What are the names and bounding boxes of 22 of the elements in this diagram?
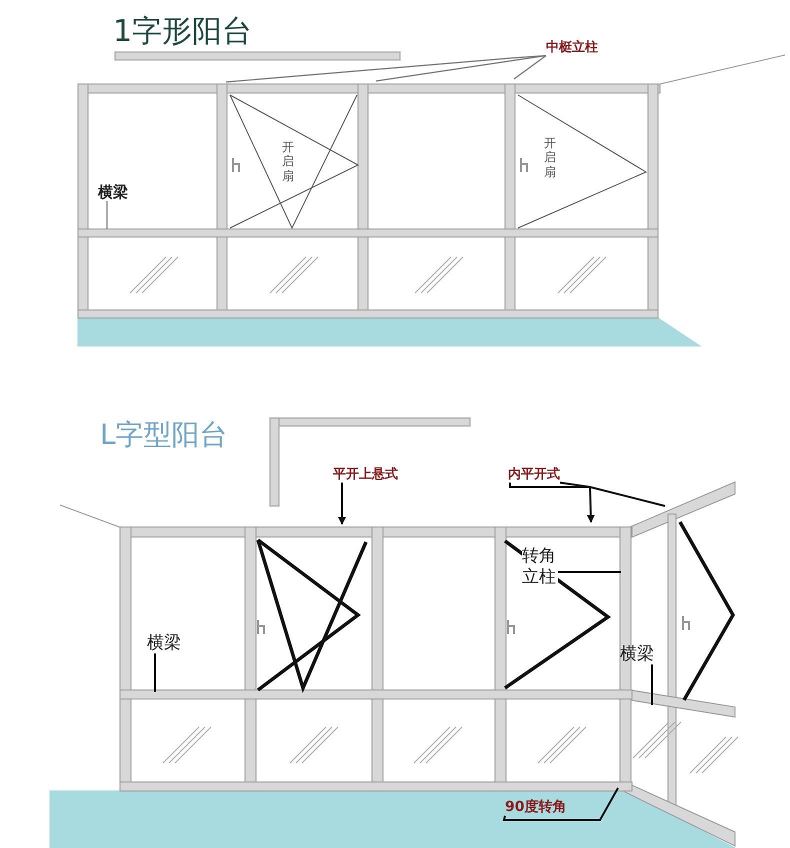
part-label: 中梃立柱: [546, 40, 598, 56]
leader-line: [502, 788, 619, 821]
part-label: 开启扇: [282, 140, 294, 184]
part-label: 横梁: [620, 644, 654, 664]
part-label: 横梁: [98, 183, 128, 201]
leader-line: [154, 653, 156, 692]
part-label: 开启扇: [544, 136, 556, 180]
leader-line: [226, 55, 546, 83]
leader-line: [558, 571, 621, 573]
leader-arrow: [338, 482, 346, 525]
leader-line: [514, 55, 546, 80]
leader-line: [560, 482, 666, 507]
part-label: 内平开式: [508, 467, 560, 483]
leader-line: [376, 55, 546, 82]
heading: L字型阳台: [100, 418, 228, 452]
leader-arrow: [509, 482, 595, 523]
part-label: 横梁: [147, 633, 181, 654]
leader-line: [651, 664, 653, 705]
heading: 1字形阳台: [113, 14, 252, 50]
part-label: 90度转角: [505, 799, 566, 816]
part-label: 平开上悬式: [333, 467, 398, 483]
leader-line: [106, 201, 108, 229]
